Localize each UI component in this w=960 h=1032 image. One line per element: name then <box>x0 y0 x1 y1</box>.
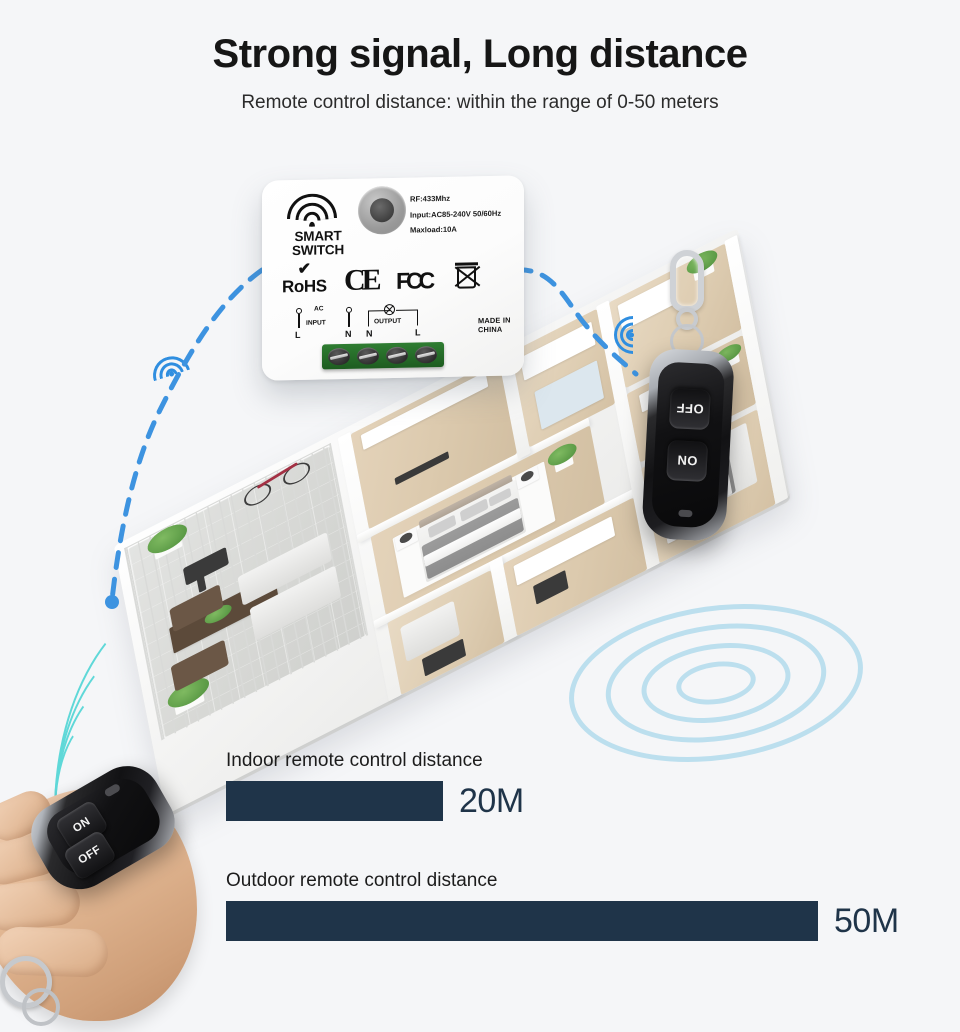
outdoor-bar <box>226 901 818 941</box>
smart-switch-device[interactable]: SMART SWITCH RF:433Mhz Input:AC85-240V 5… <box>262 175 524 381</box>
screw-icon <box>328 347 350 366</box>
key-ring-small-icon <box>22 988 60 1026</box>
screw-icon <box>357 347 379 365</box>
header: Strong signal, Long distance Remote cont… <box>0 0 960 114</box>
carabiner-clip-icon <box>670 250 704 312</box>
wifi-signal-icon-hall <box>607 315 634 355</box>
screw-icon <box>386 346 408 365</box>
terminal-input-l: L <box>295 329 301 341</box>
rohs-label: RoHS <box>282 276 327 297</box>
hand-holding-remote: ON OFF <box>0 753 212 1026</box>
lamp-icon <box>384 303 395 316</box>
checkmark-icon: ✔ <box>297 260 312 278</box>
outdoor-label: Outdoor remote control distance <box>226 870 498 891</box>
remote-on-button[interactable]: ON <box>666 439 709 482</box>
terminal-output-l: L <box>415 327 421 338</box>
page-subtitle: Remote control distance: within the rang… <box>241 92 719 113</box>
terminal-output-label: OUTPUT <box>374 317 402 326</box>
terminal-block <box>322 341 444 370</box>
remote-control-hanging[interactable]: OFF ON <box>640 250 736 550</box>
remote-body[interactable]: OFF ON <box>641 347 735 543</box>
terminal-input-label: INPUT <box>306 319 326 327</box>
terminal-wiring-diagram: AC INPUT L N OUTPUT N L <box>292 303 472 342</box>
chart-row-outdoor: Outdoor remote control distance 50M <box>226 870 899 941</box>
indoor-bar <box>226 781 443 821</box>
remote-led-icon <box>678 509 693 518</box>
fcc-mark: FCC <box>396 267 432 294</box>
page-title: Strong signal, Long distance <box>212 32 748 76</box>
push-button-icon[interactable] <box>358 185 406 235</box>
remote-led-icon <box>103 782 122 798</box>
indoor-value: 20M <box>459 781 524 820</box>
terminal-output-n: N <box>366 328 373 339</box>
terminal-input-n: N <box>345 328 352 340</box>
spec-maxload: Maxload:10A <box>410 224 457 235</box>
device-specs: RF:433Mhz Input:AC85-240V 50/60Hz Maxloa… <box>410 189 520 238</box>
certification-marks: ✔ RoHS CE FCC <box>278 261 514 304</box>
origin-label: MADE IN CHINA <box>478 315 511 335</box>
ce-mark: CE <box>344 263 378 298</box>
indoor-label: Indoor remote control distance <box>226 750 483 771</box>
screw-icon <box>415 346 437 364</box>
terminal-ac-label: AC <box>314 305 324 313</box>
device-brand: SMART SWITCH <box>280 228 356 258</box>
weee-bin-icon <box>454 260 481 293</box>
wifi-signal-icon <box>284 193 340 230</box>
brand-line-2: SWITCH <box>291 241 345 258</box>
remote-off-button[interactable]: OFF <box>668 388 711 431</box>
chart-row-indoor: Indoor remote control distance 20M <box>226 750 524 821</box>
outdoor-value: 50M <box>834 901 899 940</box>
rohs-mark: ✔ RoHS <box>282 260 327 297</box>
distance-chart: Indoor remote control distance 20M Outdo… <box>0 742 960 992</box>
